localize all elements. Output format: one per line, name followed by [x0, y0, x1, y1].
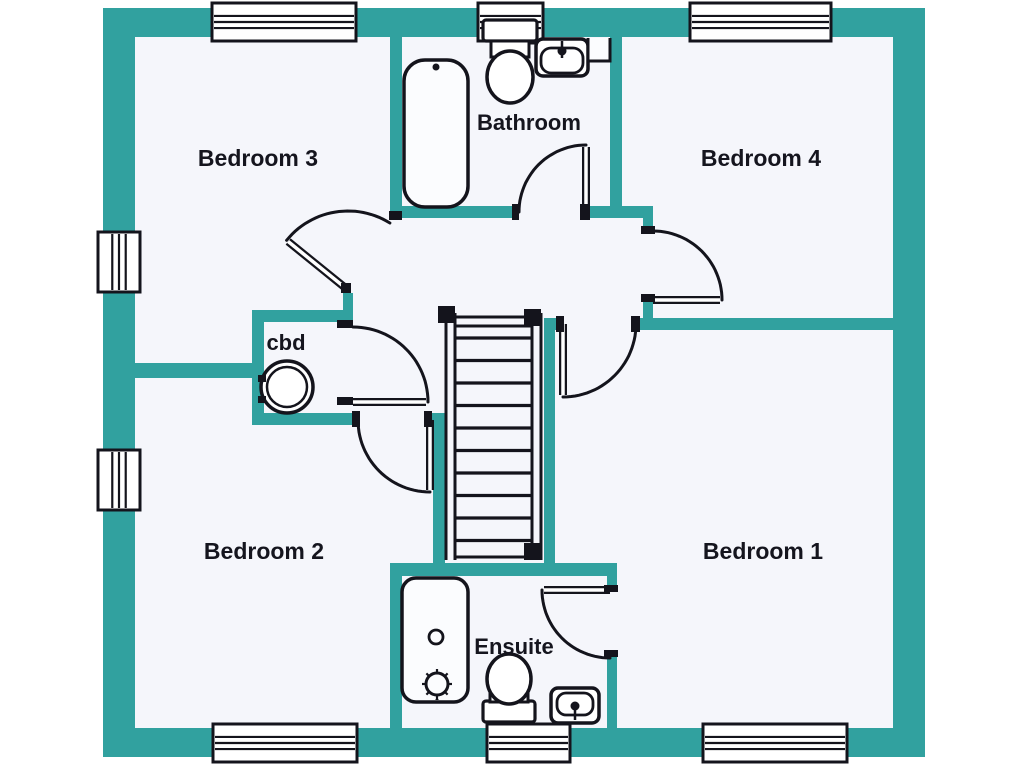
wall-segment [252, 310, 264, 425]
stair-newel-post [438, 306, 455, 323]
fixtures-layer [258, 18, 612, 725]
bathroom-toilet [481, 18, 540, 105]
toilet-bowl [485, 652, 533, 706]
wall-segment [103, 8, 135, 757]
door-jamb [631, 316, 640, 332]
room-label-bedroom-3: Bedroom 3 [198, 145, 318, 171]
ensuite-door-swing-arc [540, 588, 612, 660]
bathroom-door-swing-arc [517, 143, 588, 214]
door-jamb [337, 320, 353, 328]
bathtub [402, 58, 470, 209]
wall-segment [893, 8, 925, 757]
sink-tap [557, 46, 567, 56]
cbd-door [351, 325, 430, 406]
room-label-bedroom-2: Bedroom 2 [204, 538, 324, 564]
toilet-bowl [485, 49, 535, 105]
niche-outline [586, 38, 612, 63]
cylinder-bracket [258, 396, 266, 403]
shower-head-tick [444, 672, 449, 677]
wall-segment [390, 37, 402, 218]
wall-segment [607, 563, 617, 592]
stair-newel-post [524, 309, 541, 326]
room-label-bedroom-1: Bedroom 1 [703, 538, 823, 564]
shower-outline [400, 576, 470, 704]
bedroom-2-door [356, 418, 434, 494]
room-label-bathroom: Bathroom [477, 110, 581, 135]
window [211, 722, 359, 764]
wall-segment [607, 655, 617, 728]
wall-segment [390, 563, 607, 576]
door-jamb [352, 411, 360, 427]
shelf-niche [586, 38, 612, 63]
window [701, 722, 849, 764]
room-label-bedroom-4: Bedroom 4 [701, 145, 821, 171]
ensuite-toilet [481, 652, 537, 724]
bathtub-tap [432, 63, 440, 71]
door-jamb [556, 316, 564, 332]
shower-head-tick [444, 691, 449, 696]
bedroom-4-door [651, 229, 724, 304]
wall-segment [643, 300, 653, 330]
ensuite-door [540, 586, 612, 660]
staircase [438, 306, 543, 560]
doors-layer [285, 143, 724, 660]
toilet-cistern [481, 18, 539, 43]
sink-tap [570, 701, 580, 711]
room-label-ensuite: Ensuite [474, 634, 553, 659]
window [688, 1, 833, 43]
bedroom-1-door [559, 322, 638, 399]
wall-segment [252, 413, 352, 425]
wall-segment [252, 310, 348, 322]
door-jamb [389, 211, 402, 220]
cylinder-inner [265, 365, 309, 409]
bedroom-3-door-swing-arc [285, 209, 392, 242]
door-jambs [337, 204, 655, 657]
room-label-cbd: cbd [266, 330, 305, 355]
stair-newel-post [524, 543, 541, 560]
door-jamb [604, 650, 618, 657]
wall-segment [390, 206, 518, 218]
wall-segment [343, 293, 353, 322]
door-jamb [341, 283, 351, 293]
bathroom-sink [534, 37, 590, 78]
shower-drain [427, 628, 445, 646]
window [96, 448, 142, 512]
shower-tray [400, 576, 470, 704]
door-jamb [604, 585, 618, 592]
door-jamb [580, 204, 590, 220]
ensuite-sink [549, 686, 601, 725]
window [210, 1, 358, 43]
wall-segment [544, 318, 555, 576]
water-cylinder [258, 359, 315, 415]
shower-head-tick [425, 691, 430, 696]
wall-segment [643, 212, 653, 234]
door-jamb [641, 294, 655, 302]
bathtub-outline [402, 58, 470, 209]
wall-segment [135, 363, 264, 378]
wall-segment [433, 415, 445, 576]
window [96, 230, 142, 294]
window [485, 722, 572, 764]
bathroom-door [517, 143, 590, 214]
wall-segment [610, 37, 622, 212]
room-labels: Bedroom 3 Bathroom Bedroom 4 cbd Bedroom… [198, 110, 823, 659]
bedroom-3-door-leaf-gap [287, 240, 350, 292]
wall-segment [390, 563, 402, 728]
bedroom-1-door-swing-arc [561, 322, 638, 399]
bedroom-3-door [285, 209, 392, 294]
wall-segment [635, 318, 893, 330]
door-jamb [641, 226, 655, 234]
bedroom-4-door-swing-arc [651, 229, 724, 302]
cbd-door-swing-arc [351, 325, 430, 404]
door-jamb [337, 397, 353, 405]
shower-head-tick [425, 672, 430, 677]
bedroom-2-door-swing-arc [356, 418, 432, 494]
door-jamb [424, 411, 432, 427]
door-jamb [512, 204, 519, 220]
cylinder-bracket [258, 375, 266, 382]
